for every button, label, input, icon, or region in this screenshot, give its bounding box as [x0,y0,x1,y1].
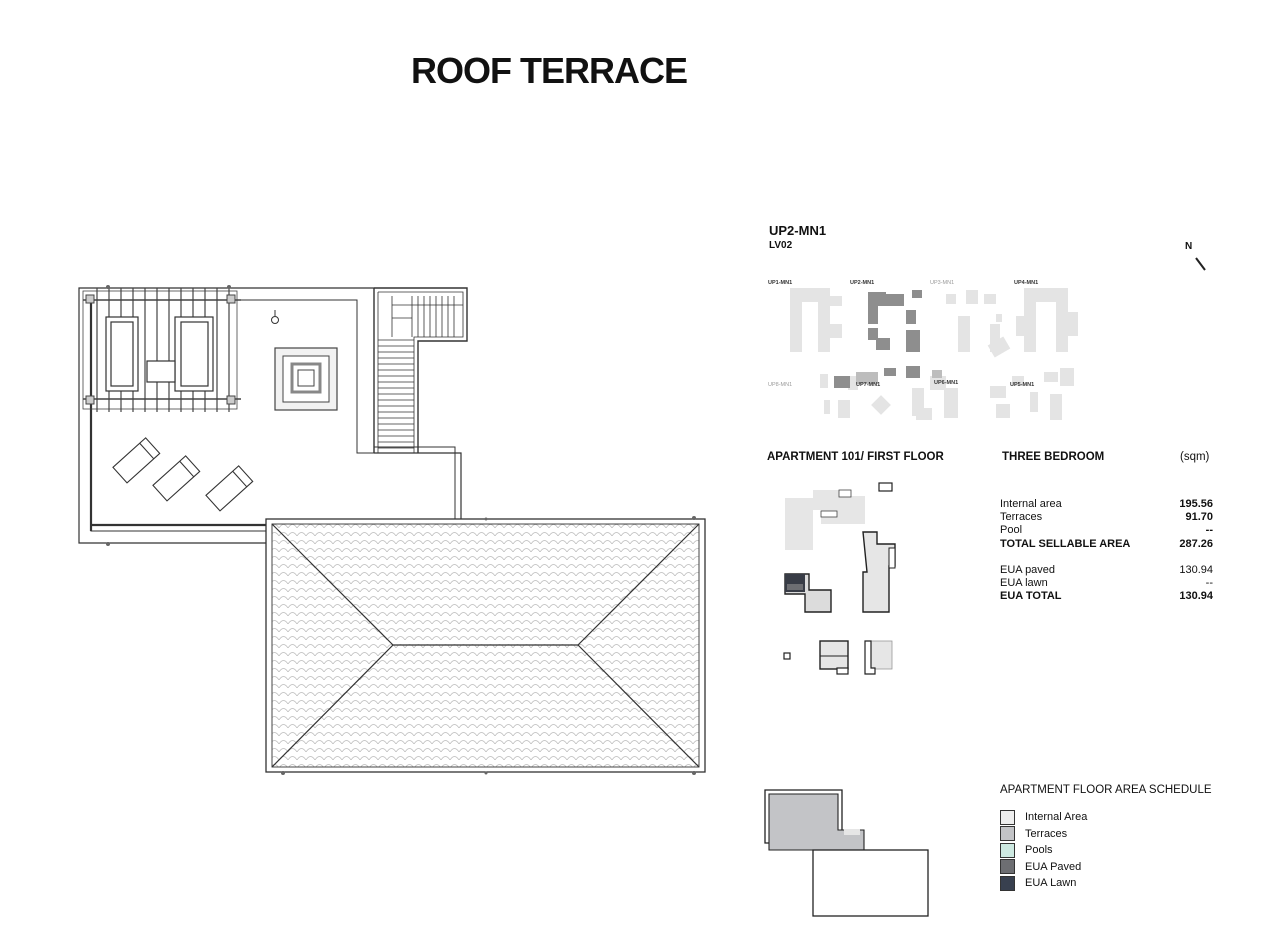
area-value: 130.94 [1179,590,1213,603]
area-schedule-table: Internal area 195.56 Terraces 91.70 Pool… [1000,498,1213,603]
legend-label: EUA Lawn [1025,877,1077,890]
legend-swatch [1000,809,1015,825]
area-row-terraces: Terraces 91.70 [1000,511,1213,524]
apartment-heading: APARTMENT 101/ FIRST FLOOR [767,451,944,463]
area-row-total-sellable: TOTAL SELLABLE AREA 287.26 [1000,538,1213,551]
area-value: 130.94 [1179,563,1213,576]
area-label: Pool [1000,524,1023,537]
site-labels: UP1-MN1 UP2-MN1 UP3-MN1 UP4-MN1 UP8-MN1 … [768,280,1038,388]
area-label: Terraces [1000,511,1043,524]
legend-label: EUA Paved [1025,860,1082,873]
legend-item-terraces: Terraces [1000,826,1087,843]
north-arrow-icon [1195,257,1206,271]
legend-item-internal-area: Internal Area [1000,809,1087,826]
area-value: -- [1205,524,1213,537]
area-label: EUA paved [1000,563,1056,576]
north-arrow: N [1184,240,1214,274]
outdoor-sofas [105,316,214,392]
area-value: 195.56 [1179,498,1213,510]
area-label: EUA TOTAL [1000,590,1062,603]
site-label: UP5-MN1 [1010,382,1034,388]
unit-code: UP2-MN1 [769,223,827,238]
site-label: UP8-MN1 [768,382,792,388]
legend-item-pools: Pools [1000,842,1087,859]
legend-swatch [1000,842,1015,858]
area-label: Internal area [1000,498,1062,510]
site-label: UP1-MN1 [768,280,792,286]
outdoor-shower [271,310,279,324]
area-label: EUA lawn [1000,577,1048,590]
site-label: UP4-MN1 [1014,280,1038,286]
area-row-eua-paved: EUA paved 130.94 [1000,564,1213,577]
north-label: N [1185,241,1193,252]
area-row-eua-lawn: EUA lawn -- [1000,577,1213,590]
area-value: 287.26 [1179,537,1213,550]
page-title: ROOF TERRACE [411,50,688,91]
site-label: UP7-MN1 [856,382,880,388]
legend-item-eua-paved: EUA Paved [1000,859,1087,876]
floor-location-thumbnail [764,789,929,917]
area-value: 91.70 [1185,511,1213,524]
site-label: UP2-MN1 [850,280,874,286]
legend-swatch [1000,826,1015,842]
legend: Internal Area Terraces Pools EUA Paved E… [1000,809,1087,892]
legend-item-eua-lawn: EUA Lawn [1000,875,1087,892]
legend-label: Terraces [1025,827,1068,840]
unit-heading: (sqm) [1180,451,1210,463]
hip-roof [106,285,706,775]
staircase [373,287,468,453]
area-label: TOTAL SELLABLE AREA [1000,537,1131,550]
area-row-eua-total: EUA TOTAL 130.94 [1000,590,1213,603]
legend-title: APARTMENT FLOOR AREA SCHEDULE [1000,784,1212,796]
unit-level: LV02 [769,240,793,251]
site-label: UP6-MN1 [934,380,958,386]
legend-swatch [1000,875,1015,891]
site-label: UP3-MN1 [930,280,954,286]
jacuzzi [274,347,338,411]
bedroom-type-heading: THREE BEDROOM [1002,451,1105,463]
area-value: -- [1205,577,1213,590]
legend-label: Pools [1025,844,1053,857]
apartment-key-plan [783,482,896,675]
roof-terrace-plan [78,285,706,775]
legend-label: Internal Area [1025,811,1088,824]
area-row-internal: Internal area 195.56 [1000,498,1213,511]
site-key-plan: UP1-MN1 UP2-MN1 UP3-MN1 UP4-MN1 UP8-MN1 … [768,280,1078,420]
sun-loungers [112,437,254,512]
area-row-pool: Pool -- [1000,524,1213,537]
legend-swatch [1000,859,1015,875]
